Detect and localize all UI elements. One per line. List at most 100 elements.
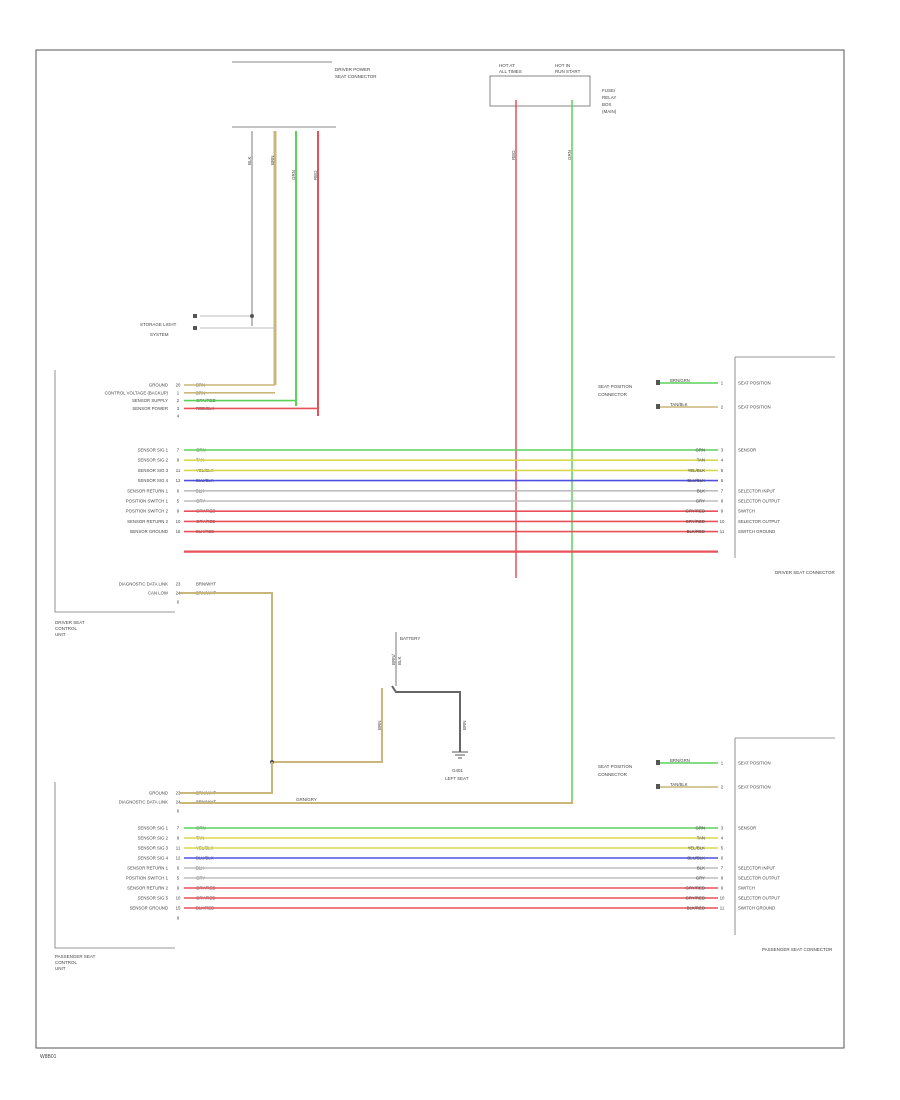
passenger-feed-pin-1: 2	[721, 785, 724, 790]
driver-mid-pin-1: 8	[177, 458, 180, 463]
passenger-right-label-6: SWITCH	[738, 886, 755, 891]
passenger-mid-pin-1: 8	[177, 836, 180, 841]
driver-right-label-0: SENSOR	[738, 448, 756, 453]
passenger-top-pin-1: 24	[176, 800, 181, 805]
driver-mid-label-2: SENSOR SIG 3	[138, 468, 169, 473]
driver-right-wire-2: YEL/BLK	[688, 468, 706, 473]
driver-feed-pin-marker-0	[656, 380, 660, 385]
passenger-right-label-8: SWITCH GROUND	[738, 906, 775, 911]
driver-right-wire-4: BLK	[697, 488, 705, 493]
driver-mid-label-8: SENSOR GROUND	[130, 529, 168, 534]
top-wire-label-blk: BLK	[247, 156, 252, 165]
driver-right-pin-2: 5	[721, 468, 724, 473]
driver-feed-pin-1: 2	[721, 405, 724, 410]
passenger-mid-pin-2: 11	[176, 846, 181, 851]
driver-mid-pin-8: 15	[176, 529, 181, 534]
passenger-right-label-5: SELECTOR OUTPUT	[738, 876, 780, 881]
driver-connector-outline	[734, 356, 835, 558]
driver-upper-label-2: SENSOR SUPPLY	[132, 398, 168, 403]
driver-upper-pin-4: 4	[177, 414, 180, 419]
driver-mid-label-5: POSITION SWITCH 1	[126, 499, 169, 504]
passenger-mid-label-6: SENSOR RETURN 2	[127, 886, 168, 891]
passenger-mid-pin-0: 7	[177, 826, 180, 831]
driver-right-label-5: SELECTOR OUTPUT	[738, 499, 780, 504]
passenger-mid-label-4: SENSOR RETURN 1	[127, 866, 168, 871]
fuse-wire-red-label: RED	[511, 150, 516, 160]
driver-mid-pin-7: 10	[176, 519, 181, 524]
passenger-mid-pin-6: 9	[177, 886, 180, 891]
driver-bottom-label-0: DIAGNOSTIC DATA LINK	[119, 582, 168, 587]
diagram-frame	[35, 49, 845, 1049]
passenger-mid-pin-9: 8	[177, 916, 180, 921]
passenger-right-wire-8: BLK/RED	[687, 906, 705, 911]
passenger-right-pin-6: 9	[721, 886, 724, 891]
passenger-feed-label-0: SEAT POSITION	[738, 761, 771, 766]
splice-node	[250, 314, 254, 318]
passenger-mid-label-7: SENSOR SIG 5	[138, 896, 169, 901]
driver-feed-code-0: BRN/GRN	[670, 378, 690, 383]
passenger-right-pin-3: 6	[721, 856, 724, 861]
driver-upper-pins: GROUND20BRNCONTROL VOLTAGE (BACKUP)1BRNS…	[105, 383, 318, 419]
wire-driver-tan-drop	[180, 592, 273, 762]
wire-passenger-tan-up	[180, 762, 273, 794]
passenger-feed-pin-0: 1	[721, 761, 724, 766]
driver-right-label-8: SWITCH GROUND	[738, 529, 775, 534]
passenger-mid-pin-4: 6	[177, 866, 180, 871]
driver-feed-pin-0: 1	[721, 381, 724, 386]
driver-right-wire-0: GRN	[695, 448, 705, 453]
driver-mid-pin-5: 5	[177, 499, 180, 504]
fuse-right-label-1: HOT IN	[555, 63, 570, 68]
passenger-top-pin-2: 6	[177, 809, 180, 814]
passenger-feed-code-1: TAN/BLK	[670, 782, 688, 787]
passenger-mid-label-2: SENSOR SIG 3	[138, 846, 169, 851]
driver-upper-pin-1: 1	[177, 390, 180, 395]
ground-name-2: LEFT SEAT	[445, 776, 469, 781]
driver-right-pin-3: 6	[721, 478, 724, 483]
passenger-connector-label: PASSENGER SEAT CONNECTOR	[762, 947, 833, 952]
passenger-top-label-0: GROUND	[149, 791, 168, 796]
driver-right-pin-1: 4	[721, 458, 724, 463]
passenger-mid-pin-7: 10	[176, 896, 181, 901]
passenger-mid-pin-3: 12	[176, 856, 181, 861]
passenger-feed-label-1: SEAT POSITION	[598, 764, 632, 769]
driver-bottom-pin-2: 6	[177, 600, 180, 605]
driver-upper-pin-3: 3	[177, 406, 180, 411]
driver-right-wire-7: GRY/RED	[686, 519, 706, 524]
ground-pin-label: BRN	[462, 720, 467, 730]
wire-battery-ground	[391, 685, 461, 752]
passenger-right-label-7: SELECTOR OUTPUT	[738, 896, 780, 901]
passenger-right-pin-8: 11	[720, 906, 725, 911]
fuse-wire-grn-label: GRN	[567, 150, 572, 160]
driver-mid-label-0: SENSOR SIG 1	[138, 448, 169, 453]
driver-right-wire-3: BLU/BLK	[687, 478, 705, 483]
passenger-right-wire-7: GRY/RED	[686, 896, 706, 901]
passenger-feed-label-1: SEAT POSITION	[738, 785, 771, 790]
fuse-box-label-2: RELAY	[602, 95, 616, 100]
driver-mid-label-6: POSITION SWITCH 2	[126, 509, 169, 514]
splice-pin-1	[193, 314, 197, 318]
driver-upper-pin-0: 20	[176, 383, 181, 388]
driver-bottom-label-1: CAN LOW	[148, 591, 169, 596]
driver-mid-label-4: SENSOR RETURN 1	[127, 488, 168, 493]
passenger-module-name-2: CONTROL	[55, 960, 77, 965]
fuse-box-label-1: FUSE/	[602, 88, 616, 93]
top-wire-label-grn: GRN	[291, 170, 296, 180]
driver-mid-label-1: SENSOR SIG 2	[138, 458, 169, 463]
top-connector-title-line-2: SEAT CONNECTOR	[335, 74, 377, 79]
driver-right-pin-6: 9	[721, 509, 724, 514]
driver-upper-label-1: CONTROL VOLTAGE (BACKUP)	[105, 390, 169, 395]
passenger-top-pin-0: 23	[176, 791, 181, 796]
driver-feed-pin-marker-1	[656, 404, 660, 409]
passenger-feed-pin-marker-1	[656, 784, 660, 789]
driver-bottom-pin-0: 23	[176, 582, 181, 587]
battery-label: BATTERY	[400, 636, 420, 641]
driver-right-label-6: SWITCH	[738, 509, 755, 514]
wire-passenger-green-link	[180, 800, 573, 804]
passenger-right-pin-5: 8	[721, 876, 724, 881]
passenger-mid-pin-5: 5	[177, 876, 180, 881]
driver-upper-label-0: GROUND	[149, 383, 168, 388]
driver-feed-code-1: TAN/BLK	[670, 402, 688, 407]
driver-feed-label-1: SEAT POSITION	[598, 384, 632, 389]
passenger-mid-label-3: SENSOR SIG 4	[138, 856, 169, 861]
